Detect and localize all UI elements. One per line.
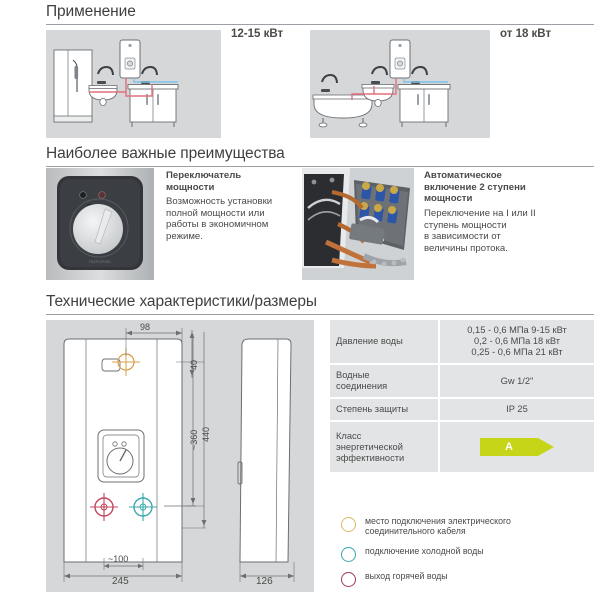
advantage-body-2: Переключение на I или II ступень мощност… xyxy=(424,208,536,254)
energy-arrow-tip xyxy=(538,438,554,456)
application-scene-right xyxy=(310,30,490,138)
dim-40: 40 xyxy=(189,359,199,370)
advantage-title-1: Переключатель мощности xyxy=(166,170,242,193)
energy-class-arrow: A xyxy=(480,438,554,456)
section-title: Применение xyxy=(46,3,136,20)
legend-item-electric: место подключения электрического соедини… xyxy=(341,516,596,537)
table-row: Класс энергетической эффективности A xyxy=(330,421,594,472)
cold-water-connection-icon xyxy=(341,546,356,562)
legend-item-cold-water: подключение холодной воды xyxy=(341,546,596,562)
advantage-title-2: Автоматическое включение 2 ступени мощно… xyxy=(424,170,526,204)
dim-245: 245 xyxy=(112,576,129,587)
section-title: Технические характеристики/размеры xyxy=(46,293,317,310)
dim-98: 98 xyxy=(140,322,151,332)
power-label-left: 12-15 кВт xyxy=(231,28,284,40)
spec-value: Gw 1/2" xyxy=(439,364,594,399)
hot-water-outlet-icon xyxy=(341,571,356,587)
legend-item-hot-water: выход горячей воды xyxy=(341,571,596,587)
dim-126: 126 xyxy=(256,576,273,587)
section-heading-application: Применение xyxy=(46,2,594,25)
dim-360: ~360 xyxy=(189,429,199,450)
energy-class-letter: A xyxy=(480,438,538,456)
spec-label: Степень защиты xyxy=(330,398,440,422)
power-label-right: от 18 кВт xyxy=(500,28,552,40)
specifications-table: Давление воды 0,15 - 0,6 МПа 9-15 кВт 0,… xyxy=(330,320,594,472)
dimension-drawing-panel: 98 40 ~360 440 ~100 245 126 xyxy=(46,320,314,592)
table-row: Степень защиты IP 25 xyxy=(330,398,594,422)
legend-label: место подключения электрического соедини… xyxy=(365,516,511,537)
dim-100: ~100 xyxy=(108,554,129,564)
spec-label: Водные соединения xyxy=(330,364,440,399)
section-heading-advantages: Наиболее важные преимущества xyxy=(46,144,594,167)
application-scene-left xyxy=(46,30,221,138)
spec-value: 0,15 - 0,6 МПа 9-15 кВт 0,2 - 0,6 МПа 18… xyxy=(439,320,594,365)
spec-value: IP 25 xyxy=(439,398,594,422)
heading-rule xyxy=(46,24,594,25)
electric-connection-icon xyxy=(341,517,356,532)
spec-label: Давление воды xyxy=(330,320,440,365)
spec-value-energy: A xyxy=(439,421,594,472)
connection-legend: место подключения электрического соедини… xyxy=(341,516,596,596)
svg-text:Hydromatic: Hydromatic xyxy=(89,259,113,264)
table-row: Водные соединения Gw 1/2" xyxy=(330,364,594,399)
advantage-body-1: Возможность установки полной мощности ил… xyxy=(166,196,273,242)
terminal-block-wiring-photo xyxy=(302,168,414,280)
energy-label-wrap: A xyxy=(446,438,588,456)
heading-rule xyxy=(46,314,594,315)
power-selector-knob-photo: Hydromatic xyxy=(46,168,154,280)
legend-label: подключение холодной воды xyxy=(365,545,484,556)
section-heading-specs: Технические характеристики/размеры xyxy=(46,292,594,315)
dim-440: 440 xyxy=(201,426,211,442)
spec-label: Класс энергетической эффективности xyxy=(330,421,440,472)
section-title: Наиболее важные преимущества xyxy=(46,145,285,162)
table-row: Давление воды 0,15 - 0,6 МПа 9-15 кВт 0,… xyxy=(330,320,594,365)
legend-label: выход горячей воды xyxy=(365,570,448,581)
heading-rule xyxy=(46,166,594,167)
